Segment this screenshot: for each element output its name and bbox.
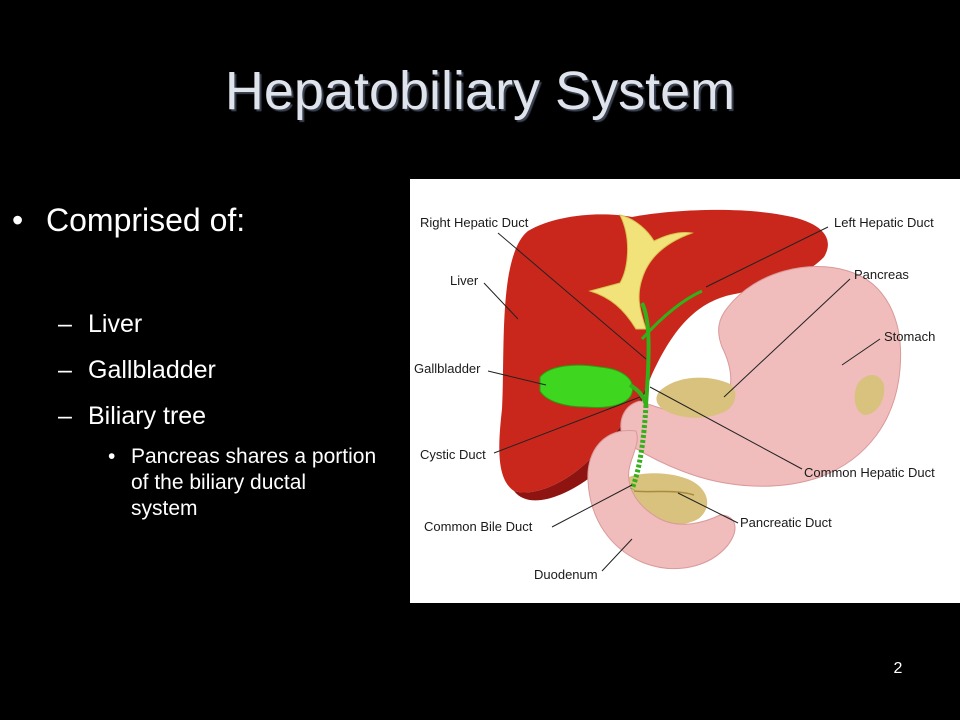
pancreas-body: [656, 377, 736, 418]
label-common-hepatic-duct: Common Hepatic Duct: [804, 465, 935, 480]
subitem-text: Biliary tree: [88, 402, 207, 430]
subsubitem-text: Pancreas shares a portion of the biliary…: [131, 445, 377, 520]
liver-shadow: [514, 379, 650, 501]
duodenum-shape: [587, 430, 736, 570]
label-common-bile-duct: Common Bile Duct: [424, 519, 533, 534]
liver-shape: [499, 209, 828, 493]
label-duodenum: Duodenum: [534, 567, 598, 582]
label-stomach: Stomach: [884, 329, 935, 344]
anatomy-illustration: Right Hepatic Duct Left Hepatic Duct Liv…: [414, 209, 935, 582]
leader-lines: [483, 226, 881, 572]
slide-number: 2: [893, 660, 903, 677]
label-gallbladder: Gallbladder: [414, 361, 481, 376]
subitem-liver: –Liver: [58, 309, 142, 339]
common-hepatic-duct: [640, 302, 651, 406]
hepatic-ducts-yellow: [588, 214, 694, 330]
bullet-text: Comprised of:: [46, 202, 246, 238]
left-duct-branch: [640, 289, 703, 341]
subsubitem-pancreas-note: • Pancreas shares a portion of the bilia…: [108, 444, 378, 522]
pancreas-tail: [854, 374, 885, 415]
label-pancreas: Pancreas: [854, 267, 909, 282]
label-cystic-duct: Cystic Duct: [420, 447, 486, 462]
subitem-marker: –: [58, 356, 72, 384]
subitem-marker: –: [58, 402, 72, 430]
label-left-hepatic-duct: Left Hepatic Duct: [834, 215, 934, 230]
subitem-marker: –: [58, 310, 72, 338]
bullet-comprised-of: • Comprised of:: [12, 200, 245, 240]
common-bile-duct: [629, 404, 649, 490]
pancreatic-duct: [633, 490, 695, 496]
subsubitem-marker: •: [108, 445, 116, 468]
label-pancreatic-duct: Pancreatic Duct: [740, 515, 832, 530]
hepatobiliary-diagram: Right Hepatic Duct Left Hepatic Duct Liv…: [410, 179, 960, 603]
gallbladder-shape: [539, 364, 634, 408]
slide-title: Hepatobiliary System: [224, 61, 736, 121]
label-liver: Liver: [450, 273, 479, 288]
subitem-text: Liver: [88, 310, 143, 338]
subitem-biliary-tree: –Biliary tree: [58, 401, 206, 431]
label-right-hepatic-duct: Right Hepatic Duct: [420, 215, 529, 230]
subitem-text: Gallbladder: [88, 356, 216, 384]
subitem-gallbladder: –Gallbladder: [58, 355, 216, 385]
bullet-marker: •: [12, 202, 24, 238]
bullet-list: •Comprised of: –Liver –Gallbladder –Bili…: [0, 0, 400, 720]
